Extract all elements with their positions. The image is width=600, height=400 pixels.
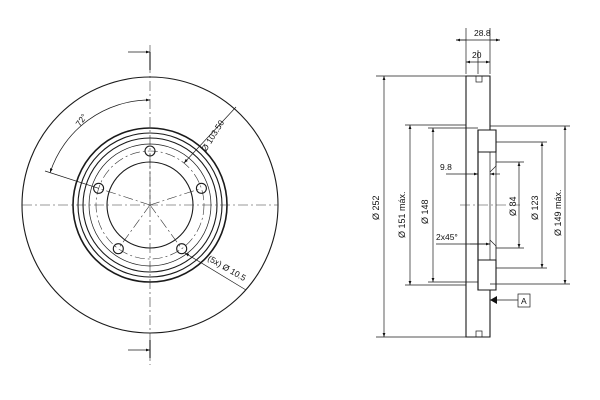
angle-ext-line bbox=[44, 170, 99, 189]
dia-148-label: Ø 148 bbox=[420, 199, 430, 224]
dia-outer-label: Ø 252 bbox=[371, 195, 381, 220]
bolt-radial bbox=[98, 188, 151, 206]
chamfer-detail bbox=[489, 239, 497, 260]
chamfer-label: 2x45° bbox=[436, 232, 458, 242]
dia-149-label: Ø 149 máx. bbox=[553, 189, 563, 236]
dia-friction-inner-label: Ø 151 máx. bbox=[397, 191, 407, 238]
bolt-hole bbox=[176, 243, 188, 255]
width-hub-label: 20 bbox=[472, 50, 482, 60]
dia-84-label: Ø 84 bbox=[508, 196, 518, 216]
front-view: 72° Ø 103.50 (5x) Ø 10.5 bbox=[21, 45, 279, 365]
hub-section bbox=[477, 129, 497, 291]
section-view: 28.8 20 Ø 252 Ø 151 máx. Ø 148 9.8 2x45°… bbox=[371, 28, 570, 338]
bolt-radial bbox=[149, 204, 182, 249]
pcd-leader bbox=[183, 106, 237, 164]
bolt-hole bbox=[93, 182, 105, 194]
bolt-hole-leader bbox=[184, 252, 247, 291]
bolt-radial bbox=[118, 204, 151, 249]
width-total-label: 28.8 bbox=[474, 28, 491, 38]
bolt-holes bbox=[93, 145, 207, 255]
bolt-radial bbox=[149, 188, 202, 206]
dim-9-8-label: 9.8 bbox=[440, 162, 452, 172]
dia-123-label: Ø 123 bbox=[530, 195, 540, 220]
vent-bottom bbox=[475, 330, 483, 338]
datum-box bbox=[517, 293, 531, 308]
bolt-hole bbox=[195, 182, 207, 194]
chamfer-detail-2 bbox=[489, 152, 497, 173]
angle-label: 72° bbox=[73, 112, 89, 128]
pcd-label: Ø 103.50 bbox=[199, 118, 226, 153]
vent-top bbox=[475, 75, 483, 83]
datum-label: A bbox=[521, 296, 527, 306]
bolt-hole bbox=[112, 243, 124, 255]
datum-triangle bbox=[490, 296, 497, 304]
angle-arc bbox=[49, 98, 151, 173]
